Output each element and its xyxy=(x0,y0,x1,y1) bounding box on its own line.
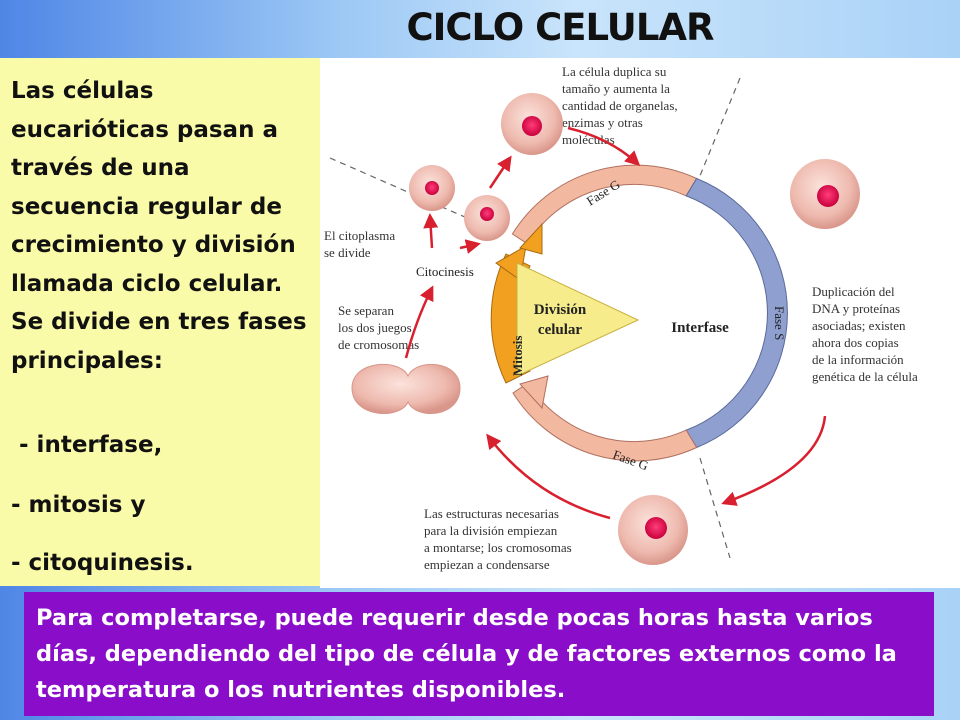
annotation-right-line: DNA y proteínas xyxy=(812,301,900,316)
intro-text: Las células eucarióticas pasan a través … xyxy=(11,78,307,374)
dashed-line-g2-boundary xyxy=(699,457,731,559)
division-triangle xyxy=(516,262,640,377)
cell-nucleus xyxy=(817,185,839,207)
cell-dividing xyxy=(351,363,461,414)
annotation-right-line: Duplicación del xyxy=(812,284,895,299)
cell-cycle-diagram: División celular Interfase Fase G Fase G… xyxy=(320,58,960,588)
annotation-citoplasma-line: El citoplasma xyxy=(324,228,395,243)
description-panel: Las células eucarióticas pasan a través … xyxy=(0,58,320,586)
cell-right xyxy=(790,159,860,229)
cell-small-right xyxy=(464,195,510,241)
annotation-top-line: La célula duplica su xyxy=(562,64,667,79)
cell-body xyxy=(351,363,461,414)
phase-label-citocinesis: Citocinesis xyxy=(416,264,474,279)
annotation-right-line: de la información xyxy=(812,352,904,367)
arrow-to-small-left xyxy=(423,213,439,249)
annotation-bottom-line: para la división empiezan xyxy=(424,523,558,538)
cell-bottom-right xyxy=(618,495,688,565)
arrow-top-to-right xyxy=(567,126,641,167)
annotation-top-line: moléculas xyxy=(562,132,615,147)
note-text: Para completarse, puede requerir desde p… xyxy=(36,605,897,703)
cell-nucleus xyxy=(425,181,439,195)
arrow-to-small-right xyxy=(459,239,481,254)
arrow-to-top-cell xyxy=(488,155,512,189)
ring-segment-g2 xyxy=(512,382,698,462)
phase-label-mitosis: Mitosis xyxy=(510,336,525,376)
annotation-separan-line: los dos juegos xyxy=(338,320,412,335)
annotation-citoplasma-line: se divide xyxy=(324,245,371,260)
dashed-line-g1-boundary xyxy=(329,157,491,229)
cell-nucleus xyxy=(480,207,494,221)
annotation-right-line: genética de la célula xyxy=(812,369,918,384)
center-label-line2: celular xyxy=(538,322,582,338)
annotation-top-line: cantidad de organelas, xyxy=(562,98,678,113)
annotation-bottom: Las estructuras necesarias para la divis… xyxy=(424,506,572,572)
note-box: Para completarse, puede requerir desde p… xyxy=(24,592,934,716)
g2-arrowhead xyxy=(519,375,549,410)
annotation-separan: Se separan los dos juegos de cromosomas xyxy=(338,303,419,352)
phase-label-s: Fase S xyxy=(772,306,787,340)
annotation-top-line: enzimas y otras xyxy=(562,115,643,130)
arrow-up-citocinesis xyxy=(404,285,434,359)
page-title: CICLO CELULAR xyxy=(406,6,714,49)
cell-nucleus xyxy=(645,517,667,539)
phase-item-interfase: - interfase, xyxy=(11,432,163,458)
phase-item-mitosis: - mitosis y xyxy=(11,492,146,518)
arrow-to-dividing xyxy=(486,433,611,520)
annotation-separan-line: de cromosomas xyxy=(338,337,419,352)
annotation-citoplasma: El citoplasma se divide xyxy=(324,228,395,260)
phase-item-citoquinesis: - citoquinesis. xyxy=(11,550,194,576)
cell-top xyxy=(501,93,563,155)
cell-small-left xyxy=(409,165,455,211)
annotation-separan-line: Se separan xyxy=(338,303,394,318)
dashed-line-s-boundary xyxy=(694,77,741,189)
arrow-bottom-right xyxy=(721,415,827,506)
annotation-right: Duplicación del DNA y proteínas asociada… xyxy=(812,284,918,384)
annotation-right-line: asociadas; existen xyxy=(812,318,906,333)
cell-cycle-svg: División celular Interfase Fase G Fase G… xyxy=(324,64,918,572)
annotation-top-line: tamaño y aumenta la xyxy=(562,81,670,96)
annotation-bottom-line: a montarse; los cromosomas xyxy=(424,540,572,555)
interfase-label: Interfase xyxy=(671,320,729,336)
annotation-top: La célula duplica su tamaño y aumenta la… xyxy=(562,64,678,147)
transition-arrows xyxy=(404,126,827,520)
annotation-bottom-line: empiezan a condensarse xyxy=(424,557,550,572)
annotation-bottom-line: Las estructuras necesarias xyxy=(424,506,559,521)
annotation-right-line: ahora dos copias xyxy=(812,335,899,350)
center-label-line1: División xyxy=(534,302,587,318)
citocinesis-arrowhead xyxy=(519,222,543,255)
cell-nucleus xyxy=(522,116,542,136)
